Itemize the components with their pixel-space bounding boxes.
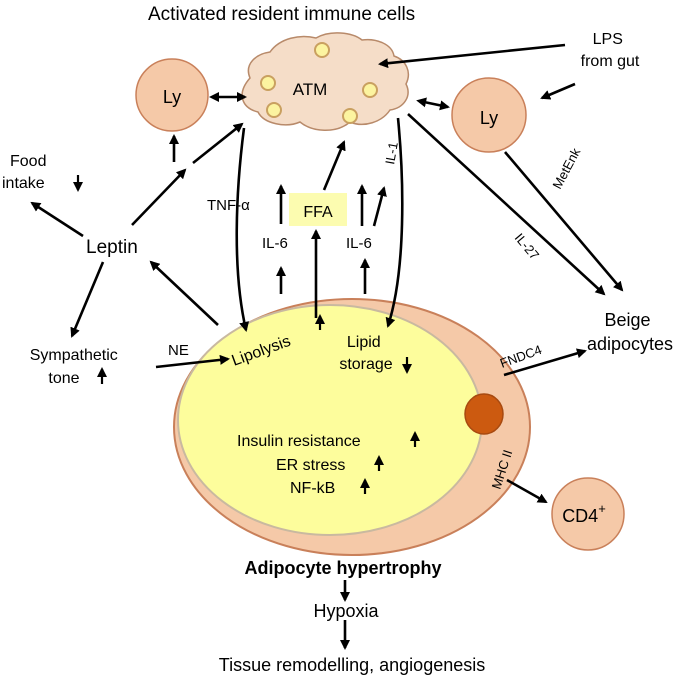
- leptin-label: Leptin: [86, 237, 138, 258]
- atm-vacuole: [342, 108, 358, 124]
- adipocyte-lipid-droplet: [177, 304, 483, 536]
- er-stress-label: ER stress: [276, 457, 345, 474]
- arrow-leptin-to-atm: [192, 122, 244, 165]
- arrow-leptin-up-segment: [131, 168, 187, 226]
- ffa-label: FFA: [303, 204, 333, 221]
- cd4-superscript: +: [598, 501, 606, 516]
- atm-label: ATM: [293, 80, 328, 99]
- lps-label: LPS from gut: [581, 31, 640, 70]
- arrow-fndc4-to-beige: [503, 348, 587, 377]
- lps-line-1: LPS: [593, 31, 623, 48]
- sympathetic-label: Sympathetic tone: [30, 347, 123, 387]
- il27-label: IL-27: [512, 230, 543, 262]
- arrow-il1-to-lipid-storage: [385, 117, 404, 328]
- ffa-box: [289, 193, 347, 226]
- il1-label: IL-1: [382, 141, 401, 166]
- hypertrophy-label: Adipocyte hypertrophy: [244, 558, 441, 578]
- arrow-atm-ly-right-bidirectional: [416, 97, 450, 111]
- lipid-storage-line-1: Lipid: [347, 334, 381, 351]
- beige-label: Beige adipocytes: [587, 310, 673, 354]
- arrow-metenk-to-beige: [504, 151, 624, 292]
- lipid-storage-line-2: storage: [339, 356, 392, 373]
- atm-vacuole: [266, 102, 282, 118]
- arrows: [30, 43, 624, 650]
- cd4-label-text: CD4: [562, 506, 598, 526]
- ly-right-label: Ly: [480, 108, 498, 128]
- atm-cell-body: [241, 32, 410, 131]
- cd4-label: CD4+: [562, 501, 606, 526]
- ne-label: NE: [168, 342, 189, 359]
- hypoxia-label: Hypoxia: [313, 601, 379, 621]
- cd4-cell: CD4+: [551, 477, 625, 551]
- arrow-mhc2-to-cd4: [506, 478, 548, 504]
- adipocyte-nucleus: [464, 393, 504, 435]
- food-intake-line-1: Food: [10, 153, 46, 170]
- arrow-leptin-to-food-intake: [30, 201, 84, 238]
- ly-right-cell: Ly: [451, 77, 527, 153]
- arrow-tnf-to-lipolysis: [235, 127, 250, 332]
- tnf-label: TNF-α: [207, 197, 250, 214]
- lipid-storage-label: Lipid storage: [339, 334, 392, 373]
- nfkb-label: NF-kB: [290, 480, 335, 497]
- arrow-ffa-to-atm: [322, 140, 346, 191]
- insulin-resistance-label: Insulin resistance: [237, 433, 361, 450]
- arrow-adipocyte-to-leptin: [149, 260, 219, 326]
- atm-cell: ATM: [241, 32, 410, 131]
- beige-line-2: adipocytes: [587, 334, 673, 354]
- arrow-leptin-to-sympathetic: [70, 261, 105, 338]
- il6-left-label: IL-6: [262, 235, 288, 252]
- il6-right-label: IL-6: [346, 235, 372, 252]
- arrow-lps-to-ly: [540, 82, 576, 100]
- ly-right-circle: [451, 77, 527, 153]
- food-intake-line-2: intake: [2, 175, 45, 192]
- arrow-il27-to-beige: [407, 113, 606, 296]
- beige-line-1: Beige: [604, 310, 650, 330]
- sympathetic-line-2: tone: [48, 370, 79, 387]
- arrow-il6-right-upper-b: [372, 186, 387, 227]
- metenk-label: MetEnk: [549, 145, 583, 191]
- food-intake-label: Food intake: [2, 153, 51, 192]
- ly-left-circle: [135, 58, 209, 132]
- arrow-ne-to-lipolysis: [155, 354, 230, 369]
- diagram-title: Activated resident immune cells: [148, 4, 415, 25]
- remodelling-label: Tissue remodelling, angiogenesis: [219, 655, 485, 675]
- ly-left-cell: Ly: [135, 58, 209, 132]
- sympathetic-line-1: Sympathetic: [30, 347, 118, 364]
- atm-vacuole: [314, 42, 330, 58]
- ly-left-label: Ly: [163, 87, 181, 107]
- atm-vacuole: [260, 75, 276, 91]
- arrow-lps-to-atm: [378, 43, 566, 69]
- lps-line-2: from gut: [581, 53, 640, 70]
- cd4-circle: [551, 477, 625, 551]
- atm-vacuole: [362, 82, 378, 98]
